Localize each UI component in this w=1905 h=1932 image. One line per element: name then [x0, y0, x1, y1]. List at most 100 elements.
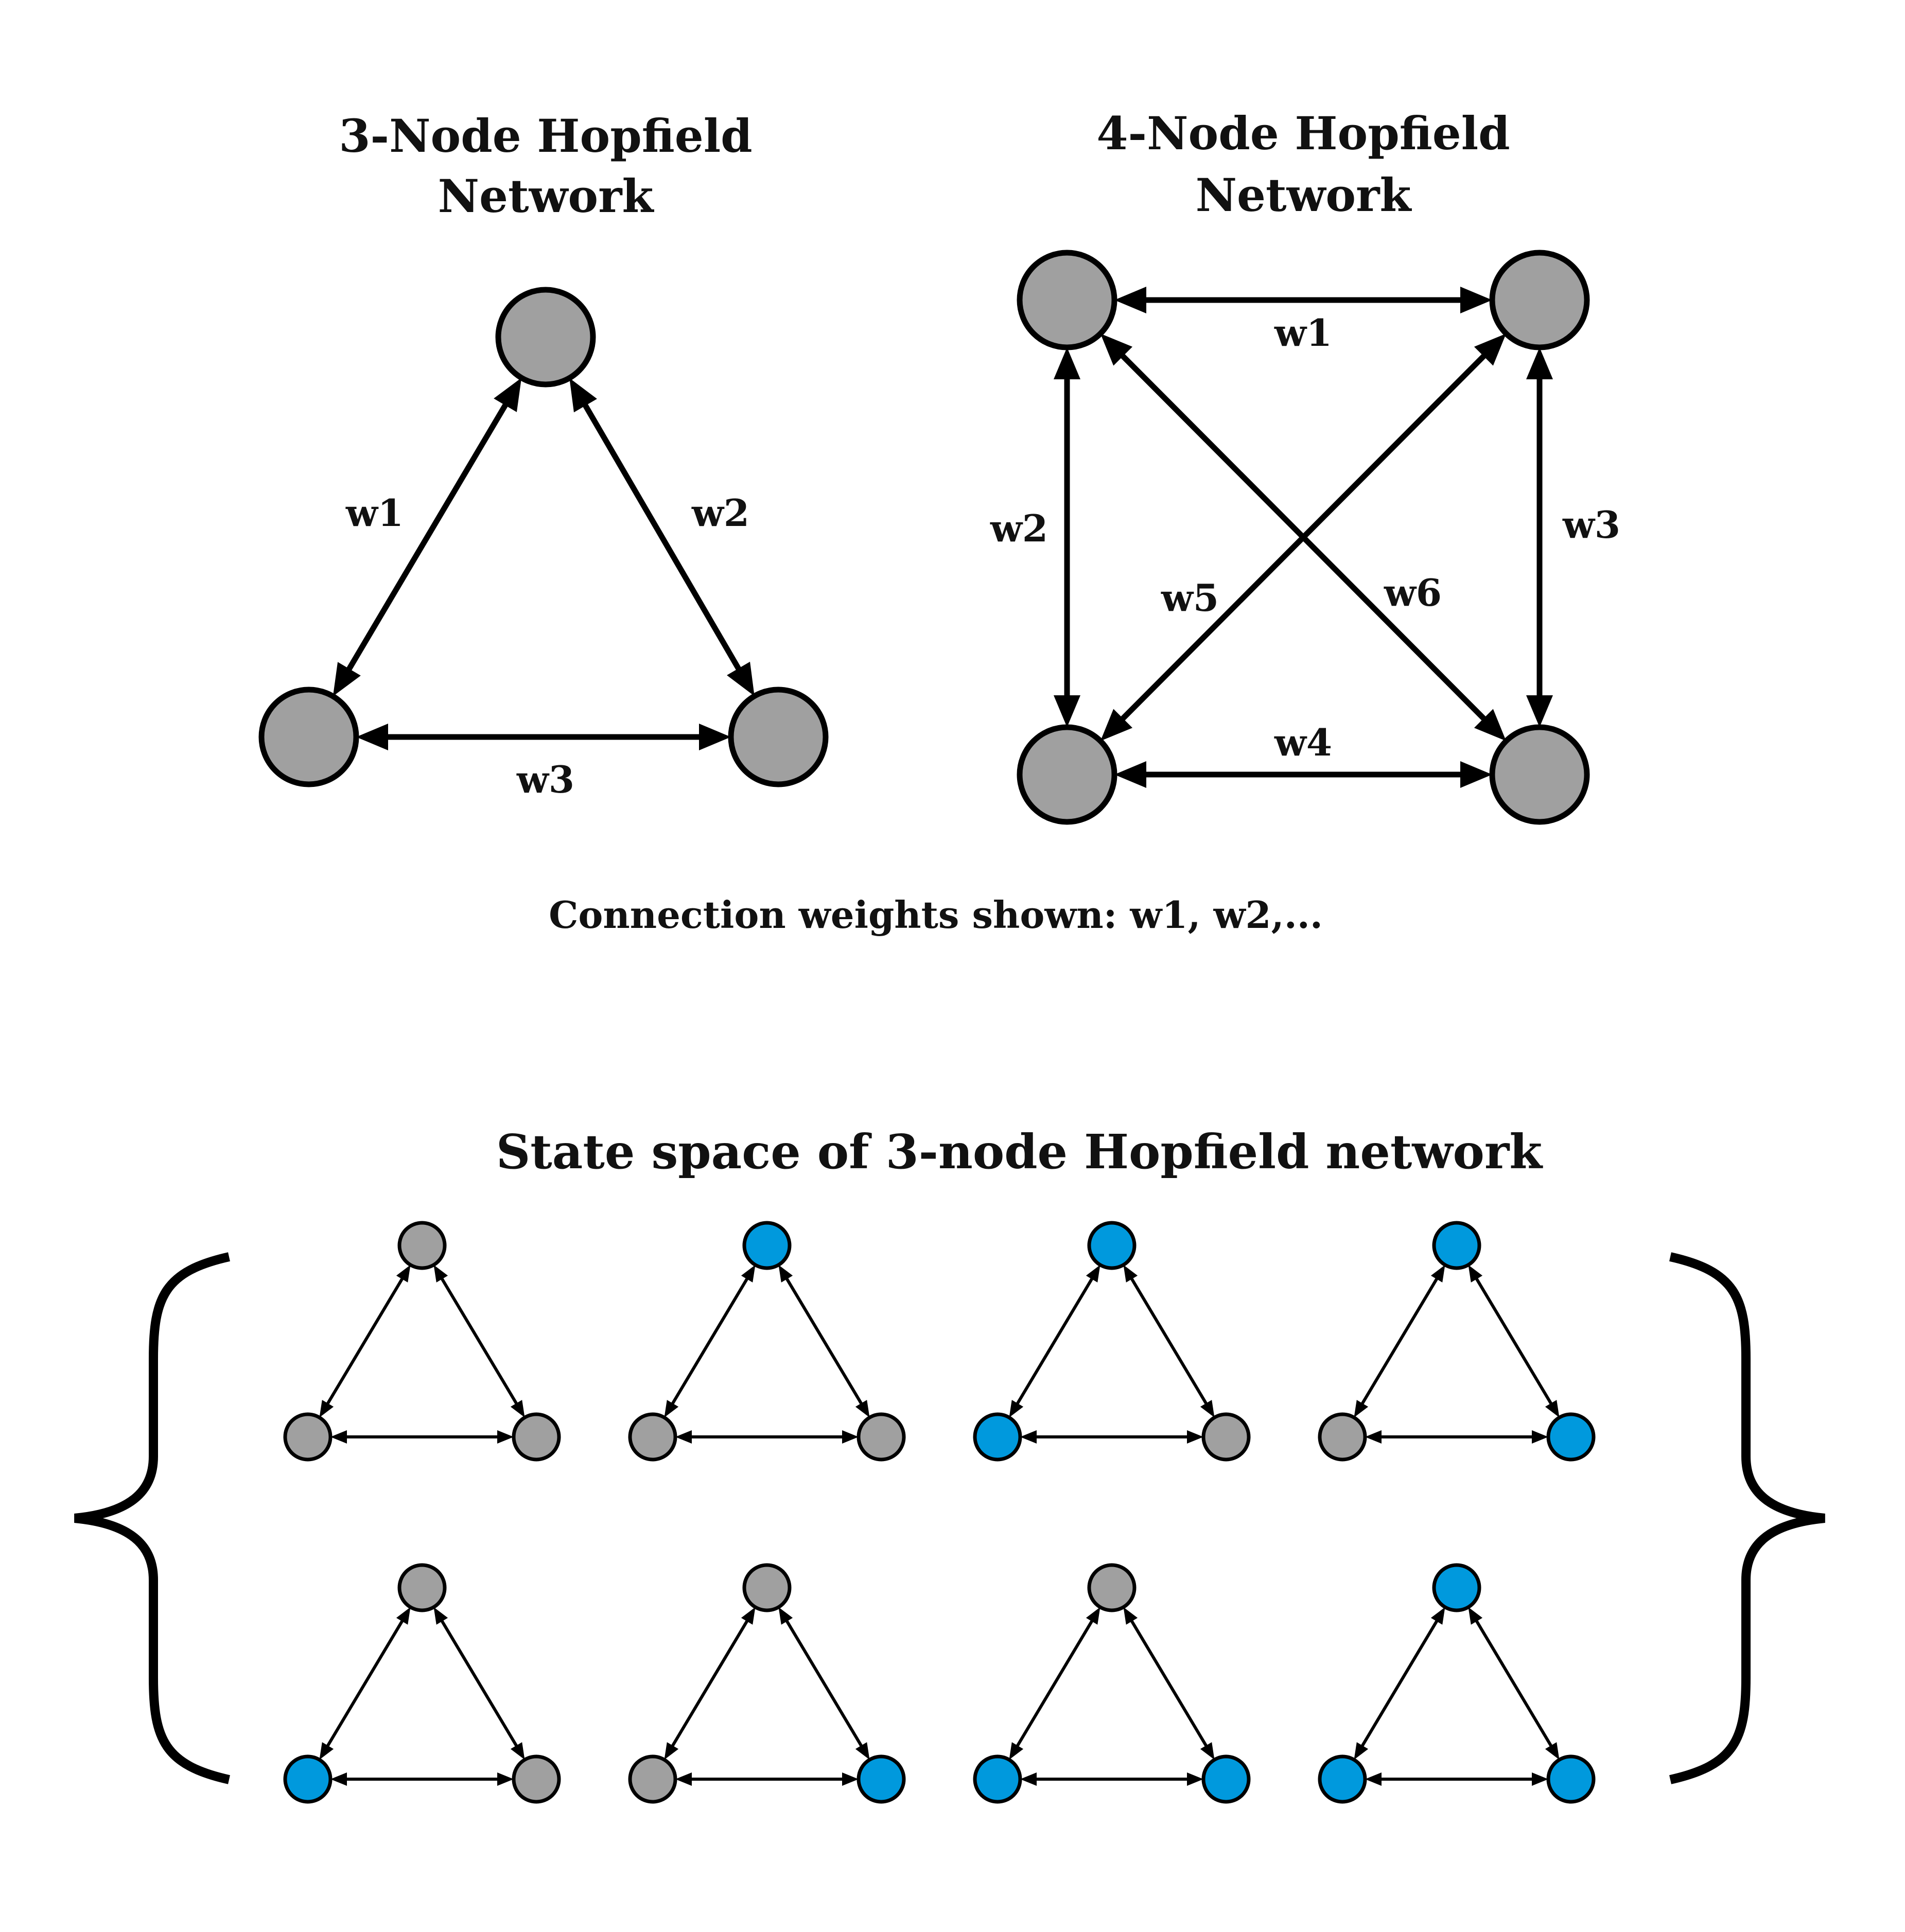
arrowhead: [1187, 1772, 1203, 1786]
state-edge: [1123, 1264, 1215, 1418]
state-8: [1318, 1563, 1596, 1804]
arrowhead: [497, 1430, 514, 1444]
arrowhead: [1365, 1430, 1382, 1444]
state-node-top: [1432, 1221, 1481, 1270]
state-3: [973, 1221, 1251, 1462]
arrowhead: [855, 1400, 870, 1418]
edge-w4: [1114, 761, 1492, 788]
arrowhead: [330, 1430, 347, 1444]
arrowhead: [664, 1400, 679, 1418]
state-edge: [1020, 1772, 1203, 1786]
edge-w1: [1114, 287, 1492, 313]
arrowhead: [1365, 1772, 1382, 1786]
state-node-top: [397, 1221, 447, 1270]
four-node-network: 4-Node Hopfield Network w1 w2 w3 w4 w5 w…: [990, 107, 1620, 825]
arrowhead: [1009, 1400, 1024, 1418]
three-node-weight-w3: w3: [516, 758, 574, 801]
arrowhead: [1532, 1430, 1548, 1444]
edge-line: [1359, 1618, 1440, 1749]
arrowhead: [675, 1430, 692, 1444]
arrowhead: [1468, 1264, 1483, 1283]
state-4: [1318, 1221, 1596, 1462]
arrowhead: [497, 1772, 514, 1786]
four-node-weight-w3: w3: [1562, 503, 1620, 547]
arrowhead: [1526, 347, 1553, 379]
arrowhead: [330, 1772, 347, 1786]
state-edge: [330, 1430, 514, 1444]
arrowhead: [319, 1400, 334, 1418]
state-node-left: [628, 1412, 677, 1462]
state-node-right: [1201, 1412, 1251, 1462]
state-edge: [1354, 1264, 1445, 1418]
edge-w3: [1526, 347, 1553, 727]
node-left: [258, 687, 359, 787]
state-edge: [675, 1430, 859, 1444]
arrowhead: [664, 1742, 679, 1760]
node-top: [495, 287, 596, 388]
arrowhead: [356, 724, 388, 750]
arrowhead: [741, 1264, 756, 1283]
state-edge: [1365, 1772, 1548, 1786]
arrowhead: [433, 1264, 448, 1283]
edge-line: [343, 398, 511, 676]
state-node-top: [397, 1563, 447, 1612]
state-node-right: [857, 1412, 906, 1462]
edge-line: [1015, 1618, 1095, 1749]
edge-w2: [1054, 347, 1080, 727]
state-node-right: [512, 1412, 561, 1462]
arrowhead: [1354, 1400, 1369, 1418]
arrowhead: [1545, 1742, 1560, 1760]
state-node-top: [1087, 1563, 1137, 1612]
arrowhead: [1100, 333, 1133, 366]
arrowhead: [778, 1264, 793, 1283]
arrowhead: [1460, 287, 1492, 313]
arrowhead: [510, 1400, 525, 1418]
state-6: [628, 1563, 906, 1804]
state-5: [283, 1563, 561, 1804]
arrowhead: [1086, 1264, 1100, 1283]
edge-w3: [356, 724, 731, 750]
arrowhead: [1526, 695, 1553, 727]
edge-line: [1129, 1618, 1209, 1749]
state-1: [283, 1221, 561, 1462]
four-node-weight-w5: w5: [1161, 576, 1219, 620]
arrowhead: [510, 1742, 525, 1760]
arrowhead: [1100, 709, 1133, 741]
arrowhead: [1545, 1400, 1560, 1418]
state-edge: [664, 1264, 756, 1418]
arrowhead: [1430, 1607, 1445, 1625]
state-node-top: [742, 1221, 792, 1270]
three-node-weight-w2: w2: [691, 491, 749, 535]
state-2: [628, 1221, 906, 1462]
state-node-left: [973, 1754, 1022, 1804]
arrowhead: [1114, 761, 1146, 788]
state-edge: [1009, 1607, 1100, 1760]
state-space-title: State space of 3-node Hopfield network: [496, 1124, 1544, 1180]
arrowhead: [1200, 1742, 1215, 1760]
arrowhead: [1354, 1742, 1369, 1760]
state-node-left: [1318, 1412, 1367, 1462]
state-node-right: [1546, 1412, 1596, 1462]
state-node-left: [973, 1412, 1022, 1462]
state-edge: [778, 1607, 870, 1760]
four-node-weight-w2: w2: [990, 506, 1048, 550]
arrowhead: [333, 662, 361, 696]
connection-weights-caption: Connection weights shown: w1, w2,...: [549, 893, 1323, 937]
arrowhead: [569, 378, 597, 413]
state-node-top: [742, 1563, 792, 1612]
edge-line: [325, 1275, 405, 1407]
state-edge: [1468, 1607, 1560, 1760]
right-curly-brace: [1669, 1252, 1825, 1784]
arrowhead: [396, 1607, 411, 1625]
left-curly-brace: [74, 1252, 230, 1784]
four-node-weight-w4: w4: [1274, 721, 1332, 764]
state-edge: [433, 1607, 525, 1760]
state-edge: [664, 1607, 756, 1760]
edge-line: [1129, 1275, 1209, 1407]
arrowhead: [1020, 1430, 1037, 1444]
edge-line: [1116, 349, 1490, 725]
state-edge: [1020, 1430, 1203, 1444]
arrowhead: [319, 1742, 334, 1760]
node-right: [728, 687, 829, 787]
arrowhead: [675, 1772, 692, 1786]
